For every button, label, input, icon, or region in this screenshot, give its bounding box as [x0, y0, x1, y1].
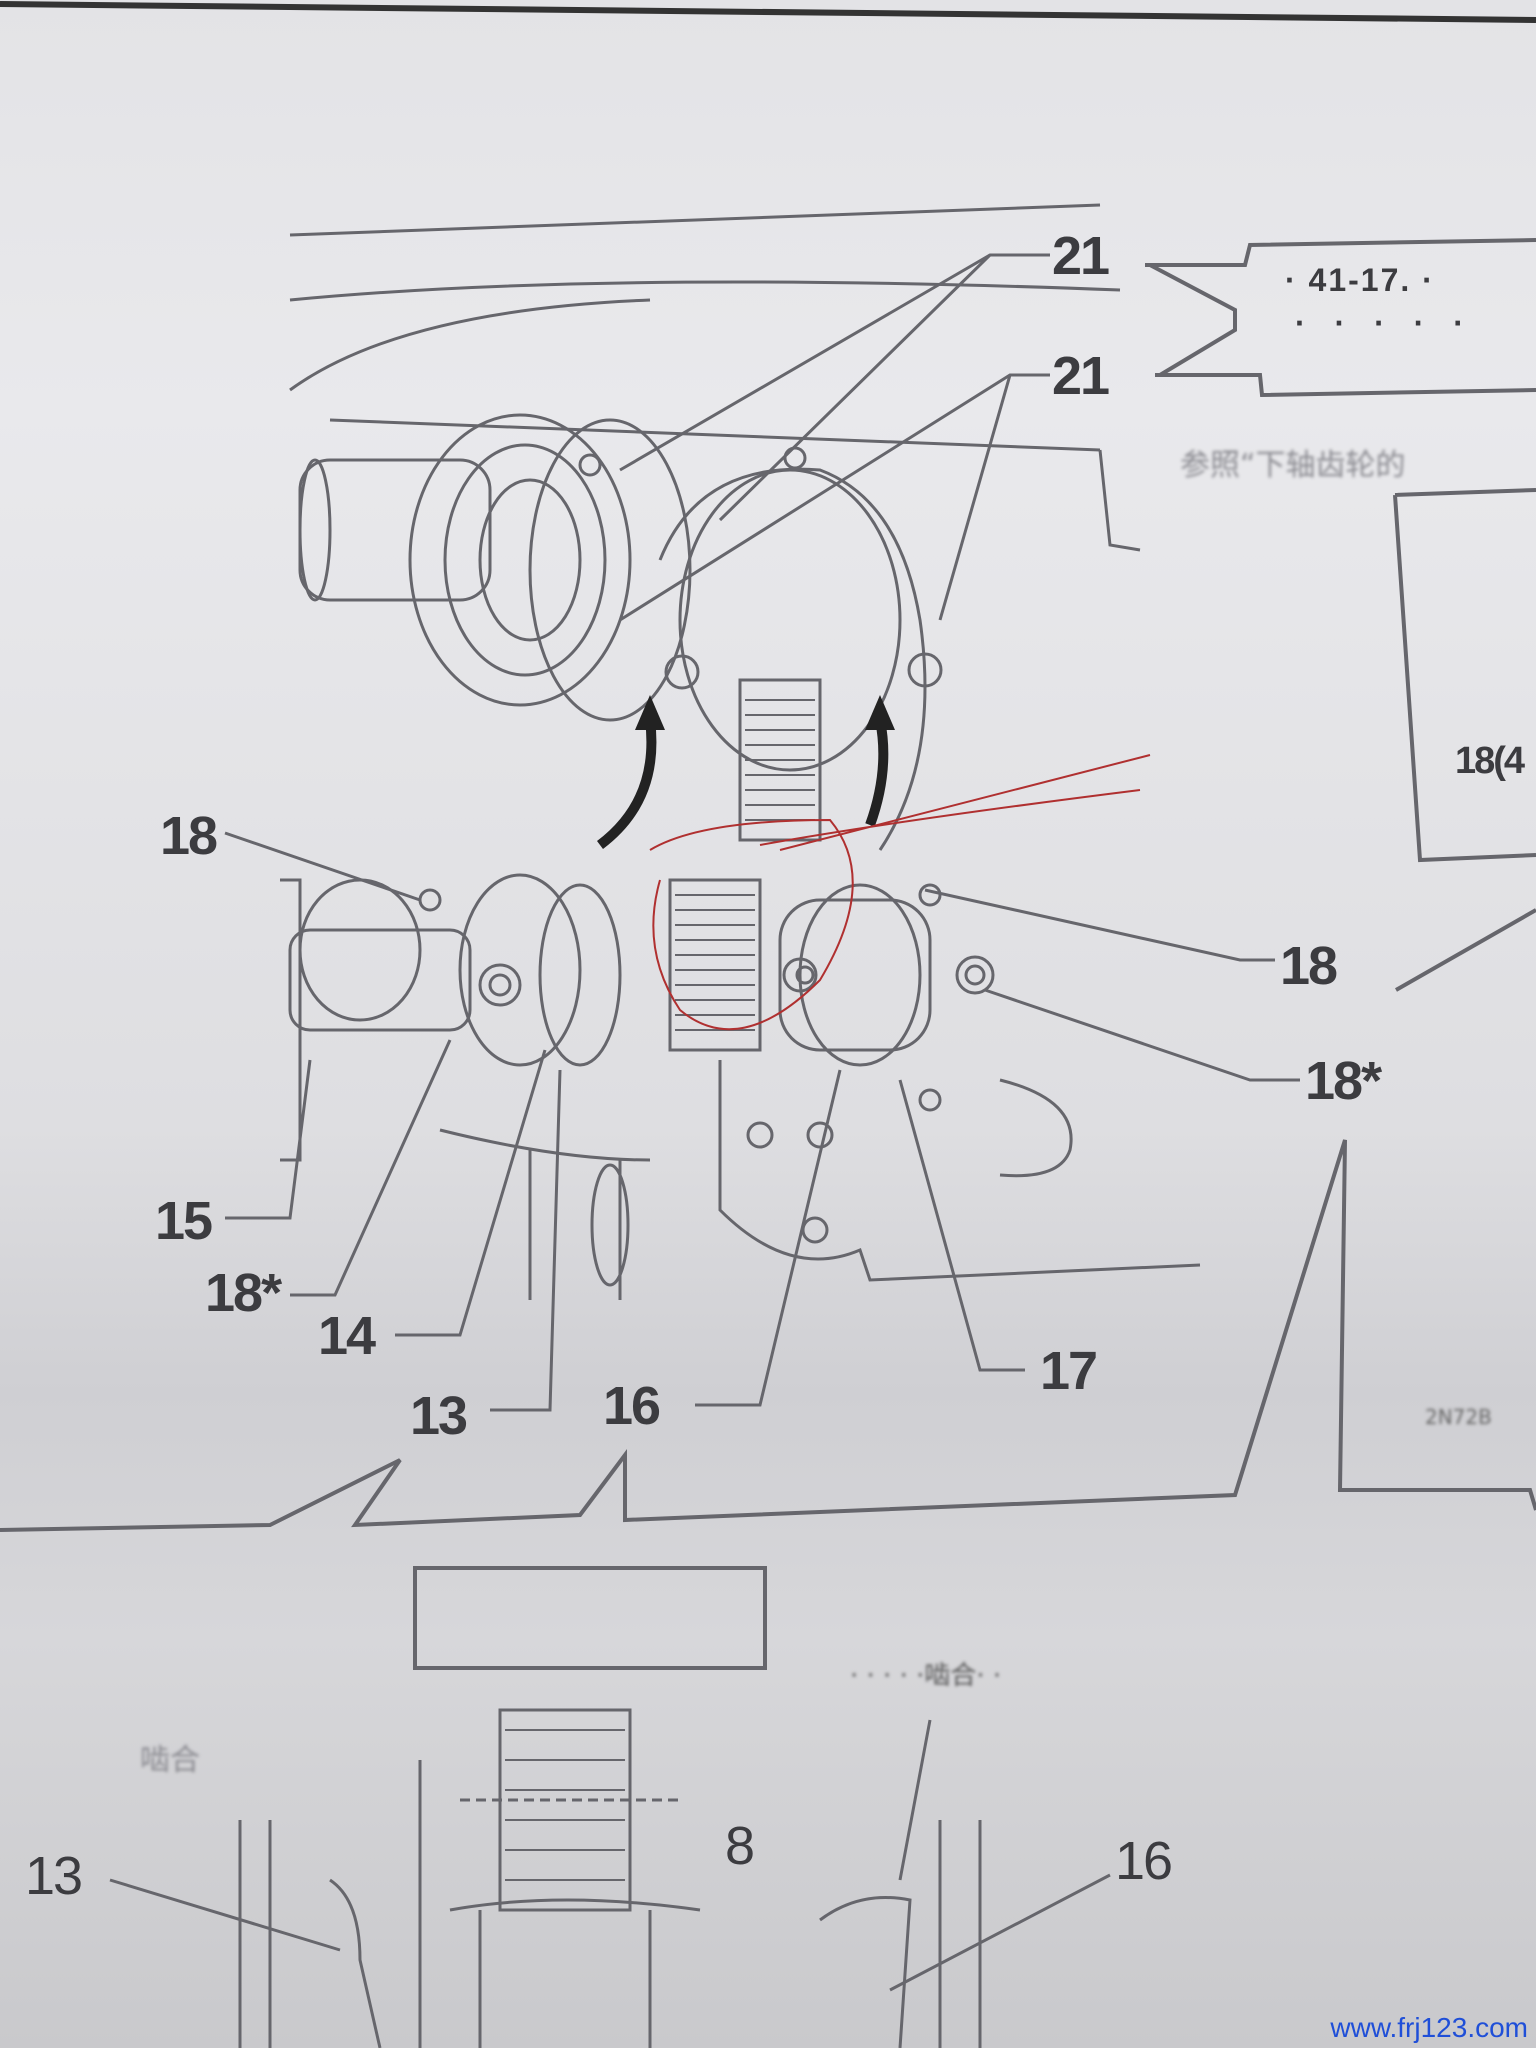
callout-15: 15	[155, 1191, 213, 1251]
callout-18-star-left: 18*	[205, 1263, 282, 1323]
note-box-dots: · · · · ·	[1295, 305, 1474, 341]
callout-14: 14	[318, 1306, 376, 1366]
lower-callout-16: 16	[1115, 1831, 1173, 1891]
callout-16: 16	[603, 1376, 661, 1436]
callout-18-star-right: 18*	[1305, 1051, 1382, 1111]
callout-21-lower: 21	[1052, 346, 1110, 406]
callout-17: 17	[1040, 1341, 1098, 1401]
callout-18-right: 18	[1280, 936, 1338, 996]
callout-13: 13	[410, 1386, 468, 1446]
reference-text: 参照“下轴齿轮的	[1180, 448, 1406, 483]
lower-callout-8: 8	[725, 1816, 755, 1876]
side-box-text: 18(4	[1455, 740, 1525, 782]
callout-21-upper: 21	[1052, 226, 1110, 286]
watermark: www.frj123.com	[1330, 2012, 1528, 2043]
figure-code: 2N72B	[1425, 1405, 1492, 1429]
callout-18-left: 18	[160, 806, 218, 866]
lower-callout-13: 13	[25, 1846, 83, 1906]
lower-right-text: · · · · ·啮合· ·	[850, 1661, 1002, 1691]
note-box-text: · 41-17. ·	[1285, 262, 1435, 298]
lower-left-text: 啮合	[140, 1743, 200, 1778]
